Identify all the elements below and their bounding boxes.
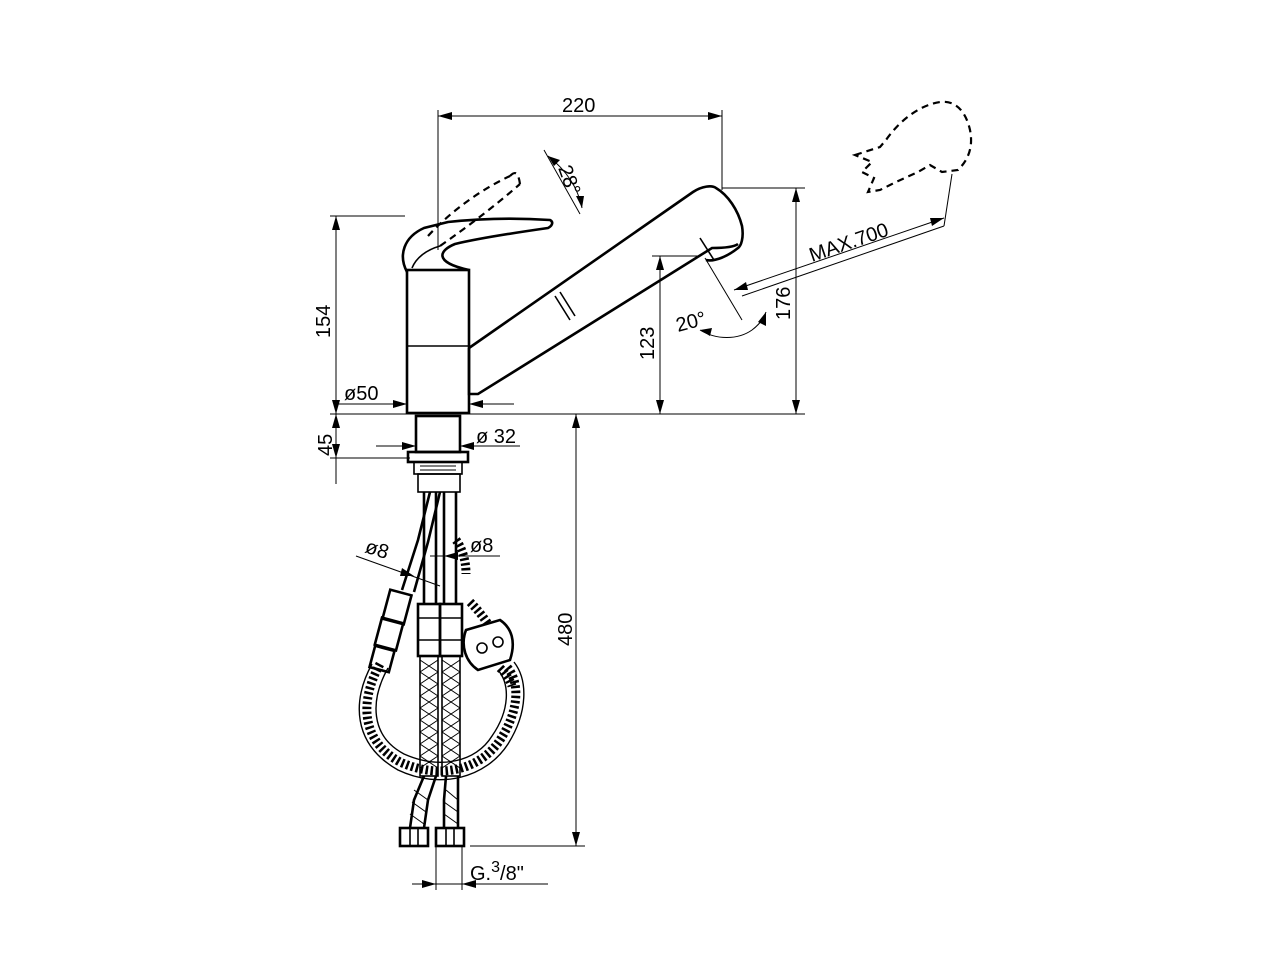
supply-hoses — [358, 491, 525, 848]
dimension-lever-angle — [547, 155, 584, 209]
reference-lines — [330, 110, 953, 890]
dimension-label-connection: G.3/8" — [470, 859, 524, 885]
spray-head-extended — [851, 100, 973, 194]
dimension-connection — [412, 880, 548, 888]
dimension-shank-diameter — [376, 442, 520, 450]
dimension-label-total-height: 176 — [773, 287, 795, 320]
dimension-hose-diameter-left — [355, 555, 441, 587]
dimension-label-spout-height: 123 — [637, 327, 659, 360]
dimension-label-body-diameter: ø50 — [344, 383, 378, 405]
connection-prefix: G. — [470, 863, 491, 885]
lever-handle — [401, 217, 554, 273]
connection-numerator: 3 — [491, 859, 500, 876]
dimension-label-hose-diameter-right: ø8 — [470, 535, 493, 557]
dimension-label-pullout-length: MAX.700 — [806, 219, 891, 267]
dimension-hose-length — [572, 414, 580, 846]
dimension-spray-angle — [699, 311, 767, 338]
faucet-body — [405, 268, 471, 415]
dimension-label-spray-angle: 20° — [674, 308, 709, 337]
shank — [406, 414, 470, 493]
dimension-label-hose-length: 480 — [555, 613, 577, 646]
dimension-label-shank-diameter: ø 32 — [476, 426, 516, 448]
dimension-shank-length — [332, 414, 340, 484]
dimension-pullout-length — [733, 217, 945, 291]
dimension-reach — [438, 112, 722, 120]
dimension-spout-height — [656, 256, 664, 414]
dimension-label-shank-length: 45 — [315, 434, 337, 456]
dimension-label-reach: 220 — [562, 95, 595, 117]
dimension-label-lever-angle: 28° — [553, 162, 584, 198]
dimension-label-body-height: 154 — [313, 305, 335, 338]
spout — [467, 185, 744, 396]
dimension-hose-diameter-right — [430, 552, 500, 560]
dimension-body-diameter — [338, 400, 514, 408]
lever-handle-raised — [427, 171, 522, 247]
dimension-total-height — [792, 188, 800, 414]
connection-rest: /8" — [500, 863, 524, 885]
